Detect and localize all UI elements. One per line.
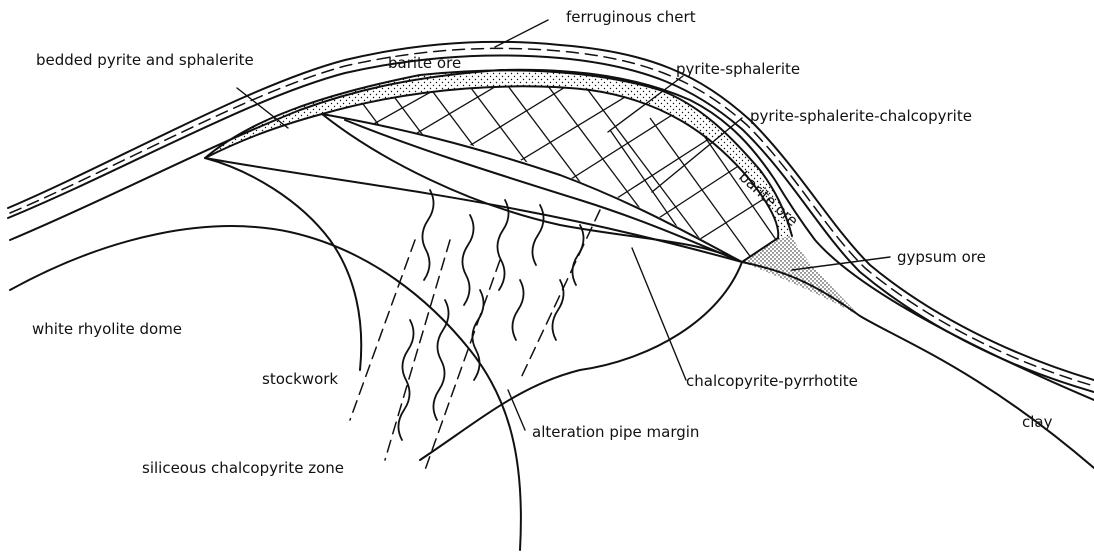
label-white-rhyolite-dome: white rhyolite dome xyxy=(32,320,182,338)
label-clay: clay xyxy=(1022,413,1053,431)
label-chalcopyrite-pyrrhotite: chalcopyrite-pyrrhotite xyxy=(686,372,858,390)
label-stockwork: stockwork xyxy=(262,370,338,388)
label-alteration-pipe-margin: alteration pipe margin xyxy=(532,423,699,441)
label-pyrite-sphalerite: pyrite-sphalerite xyxy=(676,60,800,78)
label-gypsum-ore: gypsum ore xyxy=(897,248,986,266)
label-bedded-pyrite-sphalerite: bedded pyrite and sphalerite xyxy=(36,51,254,69)
label-barite-ore-top: barite ore xyxy=(388,54,461,72)
label-siliceous-chalcopyrite-zone: siliceous chalcopyrite zone xyxy=(142,459,344,477)
bedded-pyrite-sphalerite-band xyxy=(205,70,792,238)
label-pyrite-sphalerite-chalcopyrite: pyrite-sphalerite-chalcopyrite xyxy=(750,107,972,125)
label-ferruginous-chert: ferruginous chert xyxy=(566,8,696,26)
